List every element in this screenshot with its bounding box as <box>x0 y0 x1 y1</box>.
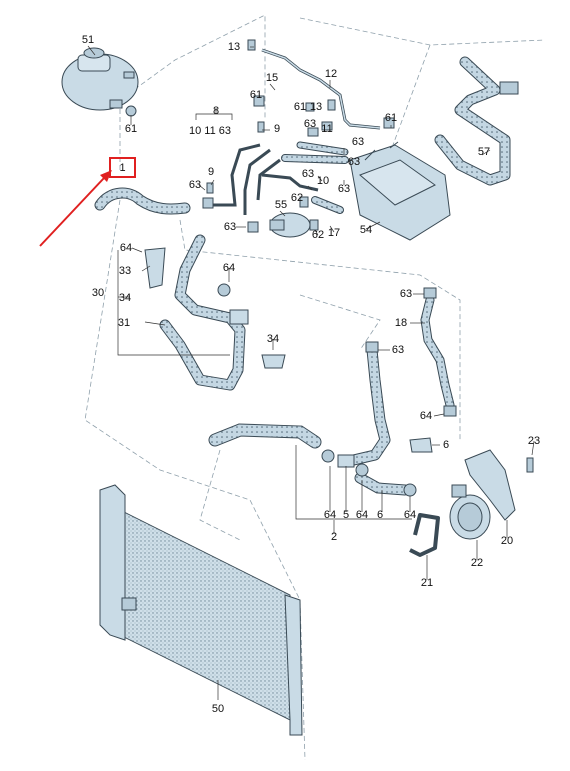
callout-64-2c: 64 <box>403 509 417 521</box>
coolant-hose-30 <box>159 234 246 391</box>
callout-63-18: 63 <box>399 288 413 300</box>
callout-63-lower: 63 <box>223 221 237 233</box>
callout-34: 34 <box>266 333 280 345</box>
coolant-hose-2 <box>208 344 411 496</box>
callout-51: 51 <box>81 34 95 46</box>
expansion-tank <box>61 47 139 111</box>
callout-63-module: 63 <box>337 183 351 195</box>
bolt-62a <box>299 196 309 208</box>
clip-61-tank <box>125 105 137 117</box>
callout-11: 11 <box>321 123 333 135</box>
callout-2: 2 <box>330 531 338 543</box>
callout-22: 22 <box>470 557 484 569</box>
bolt-9-upper <box>257 121 265 133</box>
clip-63-lower <box>247 221 259 233</box>
callout-54: 54 <box>359 224 373 236</box>
pump-bracket <box>464 449 516 521</box>
callout-57: 57 <box>477 146 491 158</box>
callout-8: 8 <box>212 105 220 117</box>
coolant-valve <box>269 212 311 238</box>
callout-63-2: 63 <box>391 344 405 356</box>
callout-64-30: 64 <box>119 242 133 254</box>
bolt-9-lower <box>206 182 214 194</box>
callout-20: 20 <box>500 535 514 547</box>
bolt-62b <box>309 219 319 231</box>
bracket-34 <box>261 354 286 369</box>
callout-6: 6 <box>376 509 384 521</box>
callout-61-upper: 61 <box>249 89 263 101</box>
clip-64-2b <box>355 463 369 477</box>
callout-6-bracket: 6 <box>442 439 450 451</box>
callout-21: 21 <box>420 577 434 589</box>
callout-9-lower: 9 <box>207 166 215 178</box>
hose-clamp <box>409 513 440 557</box>
bolt-13-upper <box>247 39 256 51</box>
clip-61-right <box>383 117 395 129</box>
clip-63-left <box>202 197 214 209</box>
callout-30: 30 <box>91 287 105 299</box>
callout-31: 31 <box>117 317 131 329</box>
callout-34-group: 34 <box>118 292 132 304</box>
clip-61-mid <box>305 102 315 112</box>
callout-63-left: 63 <box>188 179 202 191</box>
callout-5: 5 <box>342 509 350 521</box>
callout-1-highlighted: 1 <box>119 161 126 174</box>
callout-13-upper: 13 <box>227 41 241 53</box>
callout-33: 33 <box>118 265 132 277</box>
clip-64-2c <box>403 483 417 497</box>
clip-63-mid <box>307 127 319 137</box>
callout-55: 55 <box>274 199 288 211</box>
bolt-23 <box>526 457 534 473</box>
callout-63-right: 63 <box>351 136 365 148</box>
callout-17: 17 <box>327 227 341 239</box>
callout-64-2b: 64 <box>355 509 369 521</box>
callout-62-upper: 62 <box>290 192 304 204</box>
callout-10-11-63: 10 11 63 <box>188 125 232 137</box>
callout-63-11: 63 <box>303 118 317 130</box>
callout-64-2a: 64 <box>323 509 337 521</box>
coolant-pipe-bundle <box>205 143 319 215</box>
callout-61-tank: 61 <box>124 123 138 135</box>
callout-18: 18 <box>394 317 408 329</box>
callout-13-mid: 13 <box>309 101 323 113</box>
callout-10: 10 <box>316 175 330 187</box>
clip-64-2a <box>321 449 335 463</box>
callout-61-right: 61 <box>384 112 398 124</box>
callout-63-pipe: 63 <box>301 168 315 180</box>
t-piece-connector <box>229 309 249 325</box>
connection-hoses-center <box>281 141 349 214</box>
callout-15: 15 <box>265 72 279 84</box>
callout-50: 50 <box>211 703 225 715</box>
connector-5 <box>337 454 355 468</box>
callout-64-18: 64 <box>419 410 433 422</box>
callout-12: 12 <box>324 68 338 80</box>
clip-61-upper <box>253 95 265 107</box>
clip-63-2 <box>365 341 379 353</box>
bracket-33 <box>144 247 166 289</box>
radiator <box>99 484 303 736</box>
hose-57-connector <box>499 81 519 95</box>
coolant-pump <box>449 484 491 540</box>
coolant-pipe-upper <box>261 48 381 130</box>
leader-lines <box>87 45 535 700</box>
callout-64-upper: 64 <box>222 262 236 274</box>
clip-64-upper <box>217 283 231 297</box>
callout-61-mid: 61 <box>293 101 307 113</box>
callout-63-center: 63 <box>347 156 361 168</box>
callout-62-lower: 62 <box>311 229 325 241</box>
callout-9-upper: 9 <box>273 123 281 135</box>
highlighted-part-box: 1 <box>109 157 136 178</box>
callout-23: 23 <box>527 435 541 447</box>
clip-63-18 <box>423 287 437 299</box>
clip-63-11 <box>321 121 333 131</box>
heat-exchanger-module <box>349 141 451 241</box>
bracket-6 <box>409 437 433 453</box>
clip-64-18 <box>443 405 457 417</box>
bolt-13-mid <box>327 99 336 111</box>
